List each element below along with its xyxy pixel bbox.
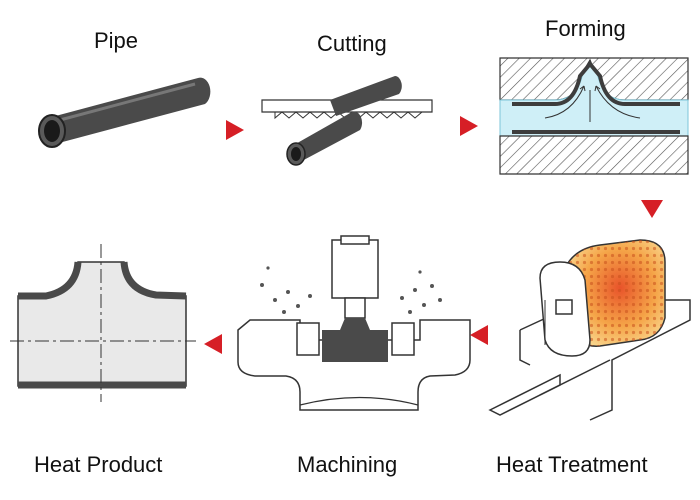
arrow-left-1 [470,325,488,345]
tee-product-illustration [10,244,196,402]
heat-treatment-illustration [488,239,691,421]
forming-illustration [499,57,689,175]
pipe-illustration [38,77,211,148]
arrow-down [641,200,663,218]
arrow-left-2 [204,334,222,354]
arrow-right-2 [460,116,478,136]
arrows [204,116,663,354]
machining-illustration [237,235,471,411]
step-label-pipe: Pipe [94,28,139,53]
step-label-heat-product: Heat Product [34,452,163,477]
cutting-illustration [261,76,433,166]
step-label-machining: Machining [297,452,398,477]
arrow-right-1 [226,120,244,140]
step-label-forming: Forming [545,16,626,41]
step-label-cutting: Cutting [317,31,387,56]
step-label-heat-treatment: Heat Treatment [496,452,648,477]
